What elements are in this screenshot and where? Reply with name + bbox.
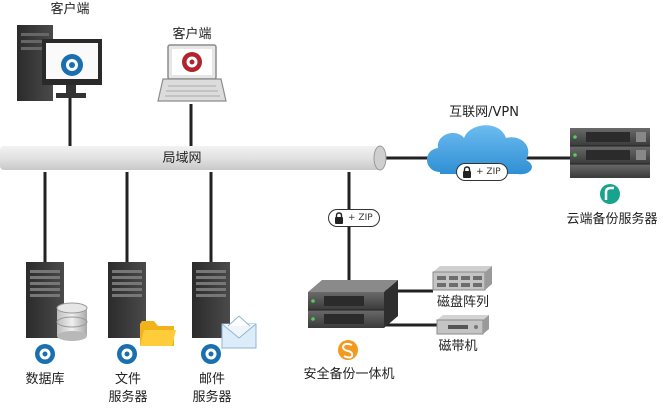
internet-label: 互联网/VPN [449,105,519,120]
cloud-server-label: 云端备份服务器 [566,212,658,227]
cloud-server-icon [570,128,650,204]
lan-to-cloud-tag-text: + ZIP [476,167,501,177]
desktop-client-label: 客户端 [50,2,90,17]
laptop-client-label: 客户端 [172,27,212,42]
lan-to-appliance-tag-text: + ZIP [348,213,373,223]
file-server-label-line1: 文件 [114,372,141,387]
mail-server-label-line1: 邮件 [198,372,225,387]
lan-to-appliance-encryption-tag: + ZIP [328,209,380,227]
tape-drive-label: 磁带机 [438,339,478,354]
backup-appliance-icon [308,280,398,360]
database-label: 数据库 [25,372,65,387]
lan-label: 局域网 [162,151,202,166]
database-cylinder-icon [56,302,88,341]
database-server-icon [26,262,88,364]
disk-array-label: 磁盘阵列 [436,295,489,310]
tape-drive-icon [436,315,489,335]
lock-icon [463,166,471,178]
lock-icon [335,212,343,224]
mail-server-label-line2: 服务器 [192,390,232,405]
mail-server-icon [192,262,257,364]
internet-cloud-icon [426,125,532,175]
folder-icon [140,321,176,346]
file-server-icon [108,262,176,364]
envelope-icon [221,315,257,349]
connection-lines [43,98,570,327]
laptop-client-icon [157,44,227,102]
disk-array-icon [432,266,492,291]
backup-appliance-label: 安全备份一体机 [303,367,395,382]
file-server-label-line2: 服务器 [108,390,148,405]
lan-to-cloud-encryption-tag: + ZIP [456,163,508,181]
desktop-client-icon [17,25,102,101]
lan-pipe [0,145,387,171]
